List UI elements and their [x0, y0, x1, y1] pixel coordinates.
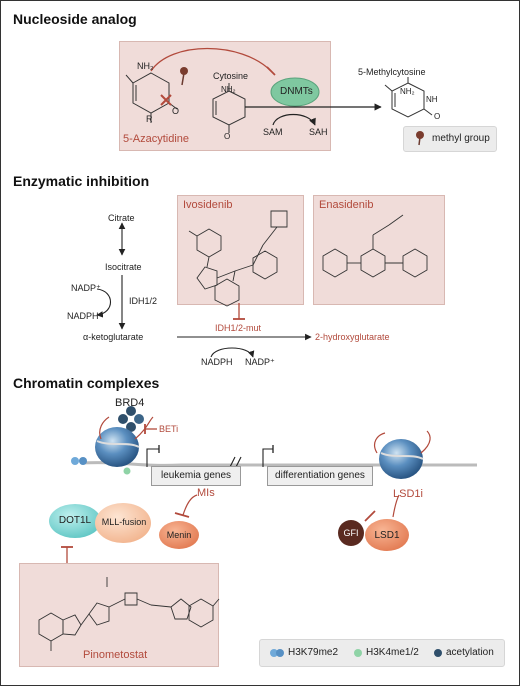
methyl-legend-label: methyl group [432, 133, 490, 144]
hydroxyglutarate-label: 2-hydroxyglutarate [315, 332, 390, 342]
o-label-1: O [172, 106, 180, 116]
mc-nh-label: NH [426, 95, 438, 104]
mc-nh2-label: NH₂ [400, 87, 415, 96]
dot1l-blob [49, 504, 101, 538]
section-title-chromatin: Chromatin complexes [13, 375, 160, 391]
mll-fusion-blob [95, 503, 151, 543]
cytosine-structure [212, 83, 246, 133]
methyl-legend-icon [416, 131, 424, 146]
gfi-label: GFI [343, 528, 359, 538]
acetylation-icon [434, 649, 442, 657]
leukemia-genes-box: leukemia genes [151, 466, 241, 486]
nadph-label: NADPH [67, 311, 99, 321]
isocitrate-label: Isocitrate [105, 262, 142, 272]
brd4-icon [118, 406, 144, 432]
mis-label: MIs [197, 487, 215, 499]
r-label: R [146, 114, 153, 124]
citrate-label: Citrate [108, 213, 135, 223]
pinometostat-box [19, 563, 219, 667]
ivosidenib-box [177, 195, 304, 305]
dot1l-label: DOT1L [58, 515, 92, 526]
section-title-nucleoside: Nucleoside analog [13, 11, 137, 27]
sah-label: SAH [309, 127, 328, 137]
pinometostat-label: Pinometostat [83, 649, 148, 661]
nucleosome-left-icon [95, 427, 139, 467]
section-title-enzymatic: Enzymatic inhibition [13, 173, 150, 189]
drug-azacytidine-label: 5-Azacytidine [123, 133, 190, 145]
enasidenib-structure [322, 214, 428, 278]
h3k4me-icon [354, 649, 362, 657]
methyl-pin-icon [180, 67, 188, 86]
methyl-legend: methyl group [403, 126, 497, 152]
legend-acetylation: acetylation [446, 647, 494, 658]
dnmts-label: DNMTs [280, 86, 313, 97]
menin-blob [159, 521, 199, 549]
idh-label: IDH1/2 [129, 296, 158, 306]
drug-enasidenib-label: Enasidenib [319, 199, 374, 211]
chromatin-legend: H3K79me2 H3K4me1/2 acetylation [259, 639, 505, 667]
gfi-blob [338, 520, 364, 546]
lsd1-blob [365, 519, 409, 551]
aketoglutarate-label: α-ketoglutarate [83, 332, 144, 342]
beti-label: BETi [159, 424, 179, 434]
differentiation-genes-box: differentiation genes [267, 466, 373, 486]
h3k79me2-icon [270, 649, 278, 657]
cytosine-o-label: O [224, 132, 231, 141]
lsd1i-label: LSD1i [393, 488, 423, 500]
dnmt-enzyme-icon [270, 77, 320, 107]
pinometostat-structure [38, 577, 220, 651]
brd4-label: BRD4 [115, 397, 145, 409]
mll-fusion-label: MLL-fusion [101, 517, 147, 527]
nh2-label: NH₂ [137, 61, 154, 71]
nadp-label: NADP⁺ [71, 283, 101, 293]
dna-strand [80, 461, 477, 467]
sam-label: SAM [263, 127, 283, 137]
legend-h3k79me2: H3K79me2 [288, 647, 339, 658]
drug-ivosidenib-label: Ivosidenib [183, 199, 233, 211]
block-x-icon [160, 94, 172, 106]
nadph2-label: NADPH [201, 357, 233, 367]
lsd1-label: LSD1 [374, 530, 400, 541]
legend-h3k4me: H3K4me1/2 [366, 647, 419, 658]
ivosidenib-structure [188, 210, 288, 307]
nadp2-label: NADP⁺ [245, 357, 275, 367]
cytosine-nh2-label: NH₂ [221, 85, 236, 94]
methylcytosine-structure [384, 77, 433, 118]
idh-mut-label: IDH1/2-mut [215, 323, 262, 333]
methylcytosine-label: 5-Methylcytosine [358, 67, 426, 77]
nucleosome-right-icon [379, 439, 423, 479]
enasidenib-box [313, 195, 445, 305]
cytosine-label: Cytosine [213, 71, 249, 81]
menin-label: Menin [166, 530, 192, 540]
mc-o-label: O [434, 112, 441, 121]
